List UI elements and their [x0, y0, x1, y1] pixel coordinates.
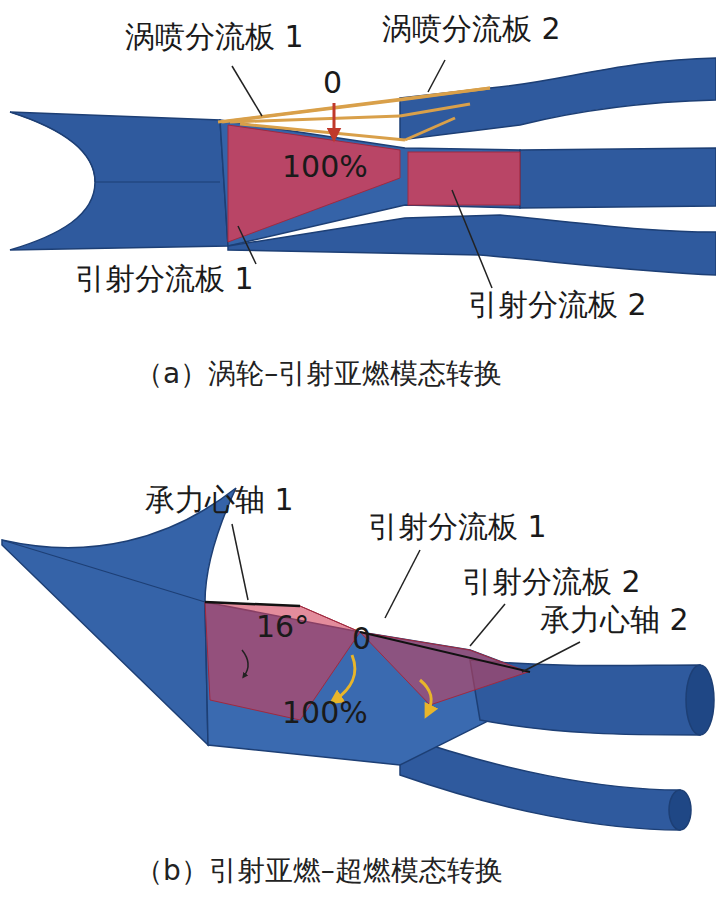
angle-value: 16°	[256, 610, 309, 645]
part-label: 引射分流板 2	[462, 565, 641, 600]
percent-value: 100%	[282, 150, 368, 185]
figure-caption: （b）引射亚燃–超燃模态转换	[135, 855, 503, 887]
leader-lines-a	[232, 60, 492, 288]
lower-tube	[400, 735, 680, 830]
shaft-1	[205, 602, 300, 606]
intake	[10, 112, 228, 250]
turbine-duct	[400, 58, 716, 140]
ejector-plate-2	[408, 152, 520, 205]
angle-value: 0	[323, 66, 342, 101]
ejector-plate-1	[228, 125, 400, 242]
body-b	[205, 602, 528, 765]
part-label: 引射分流板 1	[368, 510, 547, 545]
part-label: 引射分流板 2	[468, 288, 647, 323]
part-label: 涡喷分流板 2	[382, 12, 561, 47]
panel-a-illustration	[10, 58, 716, 288]
angle-value: 0	[352, 622, 371, 657]
part-label: 涡喷分流板 1	[125, 20, 304, 55]
lower-duct	[228, 215, 716, 275]
turbojet-plates	[218, 88, 490, 140]
intake-b	[2, 488, 236, 745]
part-label: 承力心轴 2	[540, 603, 689, 638]
part-label: 承力心轴 1	[145, 483, 294, 518]
shaft-2	[360, 632, 530, 672]
ejector-plate-2-b	[300, 606, 528, 705]
figure-caption: （a）涡轮–引射亚燃模态转换	[135, 358, 502, 390]
part-label: 引射分流板 1	[75, 262, 254, 297]
middle-duct	[520, 148, 716, 208]
percent-value: 100%	[282, 696, 368, 731]
panel-b-illustration	[2, 488, 714, 830]
